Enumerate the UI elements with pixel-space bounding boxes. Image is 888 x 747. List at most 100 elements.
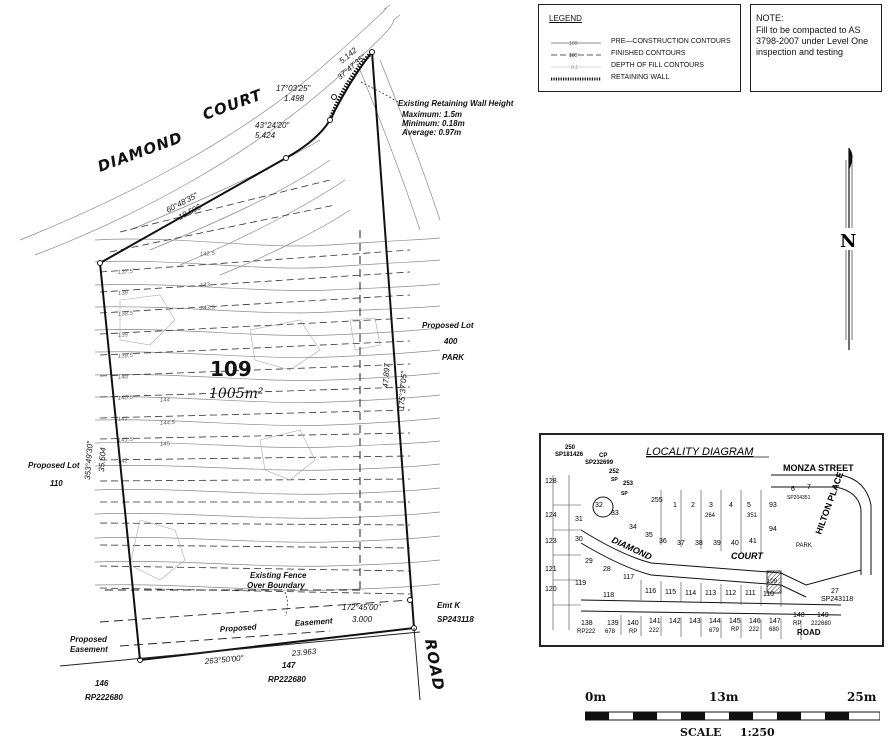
dim-arc1-bearing: 17°03'25" xyxy=(276,84,311,93)
loc-code: 678 xyxy=(605,629,616,635)
loc-lots-row1: 128 255 1 2 3 4 5 93 6 7 264 351 SP20435… xyxy=(545,478,811,519)
loc-lot: 32 xyxy=(595,502,603,509)
loc-code: 679 xyxy=(709,628,720,634)
loc-lot: 147 xyxy=(769,618,781,625)
neighbour-146-line1: 146 xyxy=(95,679,109,688)
loc-lot: 255 xyxy=(651,497,663,504)
dim-rear-len: 23.963 xyxy=(290,647,317,658)
loc-top-label: 253 xyxy=(623,481,634,487)
legend-label: PRE—CONSTRUCTION CONTOURS xyxy=(611,38,731,45)
loc-lot: 3 xyxy=(709,502,713,509)
loc-lot: 93 xyxy=(769,502,777,509)
loc-lot: 29 xyxy=(585,558,593,565)
neighbour-147-line2: RP222680 xyxy=(268,675,306,684)
loc-code: RP xyxy=(793,621,801,627)
dim-right-len: 47.897 xyxy=(381,363,392,389)
contour-label: 144.5 xyxy=(160,420,176,427)
loc-lot: 113 xyxy=(705,590,716,597)
loc-street-court: COURT xyxy=(731,551,764,561)
neighbour-right-line1: Proposed Lot xyxy=(422,321,474,330)
loc-top-label: CP xyxy=(599,453,607,459)
loc-lot: 119 xyxy=(575,580,586,587)
loc-lot: 264 xyxy=(705,513,716,519)
finished-contours xyxy=(99,179,411,595)
contour-label: 141 xyxy=(118,416,128,423)
loc-lot: 5 xyxy=(747,502,751,509)
contour-label: 138.5 xyxy=(118,311,134,318)
contour-label: 141.5 xyxy=(118,437,134,444)
loc-lot: 109 xyxy=(767,579,778,585)
contour-label: 145 xyxy=(160,441,171,448)
locality-title: LOCALITY DIAGRAM xyxy=(646,446,754,458)
contour-label: 143.5 xyxy=(200,305,216,312)
loc-lot: 40 xyxy=(731,540,739,547)
loc-lot: 351 xyxy=(747,513,758,519)
neighbour-emt-line2: SP243118 xyxy=(437,615,474,624)
loc-right-label: 27 xyxy=(831,588,839,595)
contour-label: 143 xyxy=(200,282,211,289)
loc-lot: 116 xyxy=(645,588,656,595)
dim-left-len: 35.504 xyxy=(97,447,108,473)
north-arrow: N xyxy=(838,148,860,350)
dim-arc2-len: 5.424 xyxy=(255,131,276,140)
loc-lot: 2 xyxy=(691,502,695,509)
scale-graduation xyxy=(585,711,880,721)
loc-code: RP xyxy=(629,629,637,635)
loc-top-label: 250 xyxy=(565,445,576,451)
loc-lot: 34 xyxy=(629,524,637,531)
lot-number: 109 xyxy=(210,357,252,381)
legend-label: FINISHED CONTOURS xyxy=(611,50,686,57)
loc-code: RP xyxy=(731,627,739,633)
loc-lot: 39 xyxy=(713,540,721,547)
loc-code: RP222 xyxy=(577,629,596,635)
loc-lot: 36 xyxy=(659,538,667,545)
loc-lot: 38 xyxy=(695,540,703,547)
svg-text:0.1: 0.1 xyxy=(571,65,578,71)
scale-mid: 13m xyxy=(709,690,739,704)
loc-lot: 110 xyxy=(763,591,774,598)
contour-labels: 137.5 138 138.5 139 139.5 140 140.5 141 … xyxy=(118,251,216,465)
contour-label: 137.5 xyxy=(118,269,134,276)
loc-lot: SP204351 xyxy=(787,495,811,501)
loc-lot: 142 xyxy=(669,618,681,625)
contour-label: 144 xyxy=(160,397,171,404)
street-name-road: ROAD xyxy=(421,638,448,693)
retaining-wall xyxy=(328,50,374,121)
loc-top-label: SP232699 xyxy=(585,460,614,466)
note-body: Fill to be compacted to AS 3798-2007 und… xyxy=(756,25,869,57)
fill-depth-contours xyxy=(119,294,381,581)
loc-lot: 146 xyxy=(749,618,761,625)
loc-lot: 4 xyxy=(729,502,733,509)
loc-lot: 6 xyxy=(791,486,795,493)
easement-note-line2: Easement xyxy=(295,616,334,628)
neighbour-146-line2: RP222680 xyxy=(85,693,123,702)
contour-label: 142 xyxy=(118,458,129,465)
scale-end: 25m xyxy=(847,690,877,704)
contour-label: 140.5 xyxy=(118,395,134,402)
loc-lot: 121 xyxy=(545,566,557,573)
locality-lots xyxy=(552,475,802,640)
loc-lot: 41 xyxy=(749,538,757,545)
loc-lot: 28 xyxy=(603,566,611,573)
loc-lot: 128 xyxy=(545,478,557,485)
dim-emt-bearing: 172°45'00" xyxy=(342,603,382,612)
boundary-markers xyxy=(97,49,417,663)
loc-lot: 140 xyxy=(627,620,639,627)
loc-code: 222680 xyxy=(811,621,832,627)
loc-lot: 138 xyxy=(581,620,593,627)
contour-label: 142.5 xyxy=(200,251,216,258)
loc-code: 222 xyxy=(749,627,760,633)
legend-row-fill: 0.1 DEPTH OF FILL CONTOURS xyxy=(551,62,704,71)
loc-lot: 111 xyxy=(745,590,756,597)
contour-label: 139.5 xyxy=(118,353,134,360)
fence-note: Existing Fence Over Boundary xyxy=(247,571,307,617)
loc-lot: 37 xyxy=(677,540,685,547)
loc-top-label: SP xyxy=(621,491,628,497)
legend-row-finished: 100 FINISHED CONTOURS xyxy=(551,50,686,59)
loc-lots-row3: 123 30 29 28 117 116 115 114 113 112 111… xyxy=(545,536,778,598)
loc-lot: 148 xyxy=(793,612,805,619)
loc-street-road: ROAD xyxy=(797,628,821,637)
loc-lot: 31 xyxy=(575,516,583,523)
wall-note-title: Existing Retaining Wall Height xyxy=(398,99,514,108)
dim-arc2-bearing: 43°24'20" xyxy=(255,121,290,130)
